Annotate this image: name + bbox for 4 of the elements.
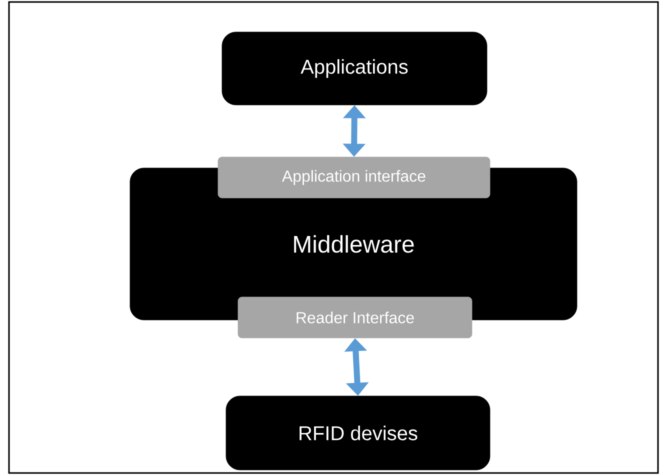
process-box: RFID devises — [226, 396, 490, 470]
process-box: Applications — [222, 32, 488, 106]
interface-box: Reader Interface — [238, 296, 472, 338]
interface-box: Application interface — [218, 156, 490, 198]
